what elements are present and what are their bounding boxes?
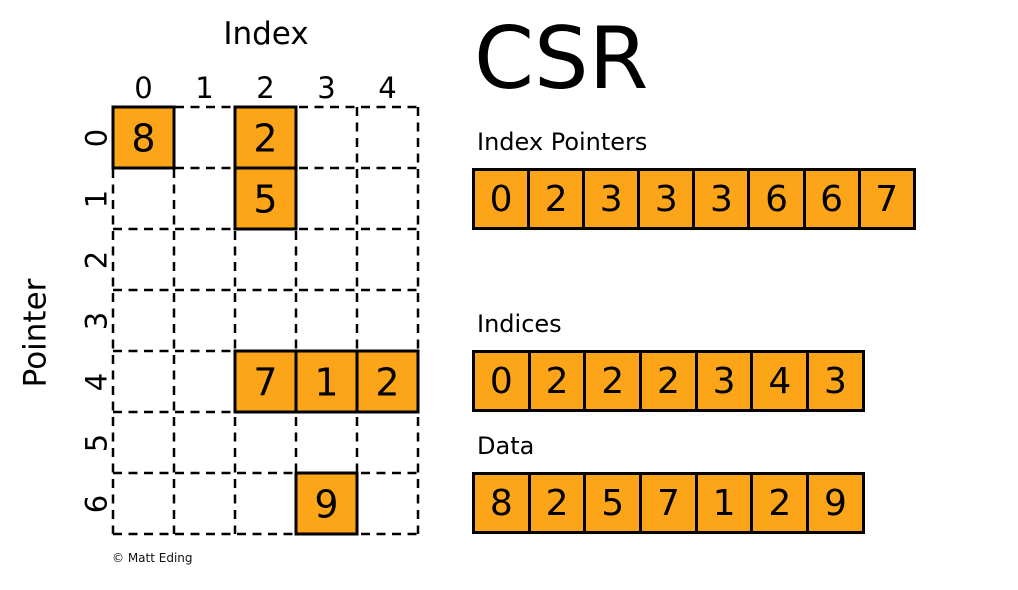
- data-cell: 1: [694, 472, 754, 534]
- indices-label: Indices: [477, 310, 562, 338]
- col-tick-label: 2: [256, 71, 275, 105]
- credit-text: © Matt Eding: [112, 551, 193, 565]
- matrix-cell: [355, 349, 420, 414]
- indices-cell: 0: [472, 350, 531, 412]
- indices-cell: 2: [639, 350, 698, 412]
- index-pointers-cell: 3: [582, 168, 641, 230]
- matrix-cell-value: 2: [375, 361, 399, 405]
- indices-cell: 3: [806, 350, 865, 412]
- data-cell: 9: [806, 472, 865, 534]
- col-tick-label: 0: [134, 71, 153, 105]
- data-cell: 2: [750, 472, 810, 534]
- index-pointers-cell: 6: [747, 168, 806, 230]
- matrix-cell: [233, 166, 298, 231]
- matrix-cell-value: 9: [314, 483, 338, 527]
- row-tick-label: 6: [79, 494, 114, 513]
- page-title: CSR: [474, 9, 649, 109]
- matrix-cell-value: 2: [253, 117, 277, 161]
- index-pointers-cell: 3: [637, 168, 696, 230]
- x-axis-title: Index: [223, 16, 309, 52]
- index-pointers-label: Index Pointers: [477, 128, 648, 156]
- index-pointers-cell: 6: [802, 168, 861, 230]
- matrix-cell: [294, 471, 359, 536]
- row-tick-label: 0: [79, 128, 114, 147]
- indices-cell: 4: [750, 350, 810, 412]
- index-pointers-cell: 2: [527, 168, 586, 230]
- data-cell: 2: [527, 472, 587, 534]
- row-tick-label: 2: [79, 250, 114, 269]
- indices-cell: 2: [527, 350, 587, 412]
- col-tick-label: 4: [378, 71, 397, 105]
- data-cell: 5: [583, 472, 643, 534]
- matrix-cell-value: 5: [253, 178, 277, 222]
- matrix-cell: [111, 105, 176, 170]
- y-axis-title: Pointer: [17, 278, 54, 388]
- data-cell: 8: [472, 472, 531, 534]
- row-tick-label: 3: [79, 311, 114, 330]
- row-tick-label: 1: [79, 189, 114, 208]
- index-pointers-cell: 7: [857, 168, 916, 230]
- col-tick-label: 1: [195, 71, 214, 105]
- col-tick-label: 3: [317, 71, 336, 105]
- data-label: Data: [477, 432, 535, 460]
- row-tick-label: 4: [79, 372, 114, 391]
- data-cell: 7: [639, 472, 698, 534]
- matrix-cell-value: 1: [314, 361, 338, 405]
- matrix-cell-value: 7: [253, 361, 277, 405]
- row-tick-label: 5: [79, 433, 114, 452]
- column-tick-labels: 0 1 2 3 4: [113, 71, 418, 105]
- index-pointers-cell: 0: [472, 168, 531, 230]
- index-pointers-cell: 3: [692, 168, 751, 230]
- indices-cell: 3: [694, 350, 754, 412]
- matrix-cell-value: 8: [131, 117, 155, 161]
- indices-cell: 2: [583, 350, 643, 412]
